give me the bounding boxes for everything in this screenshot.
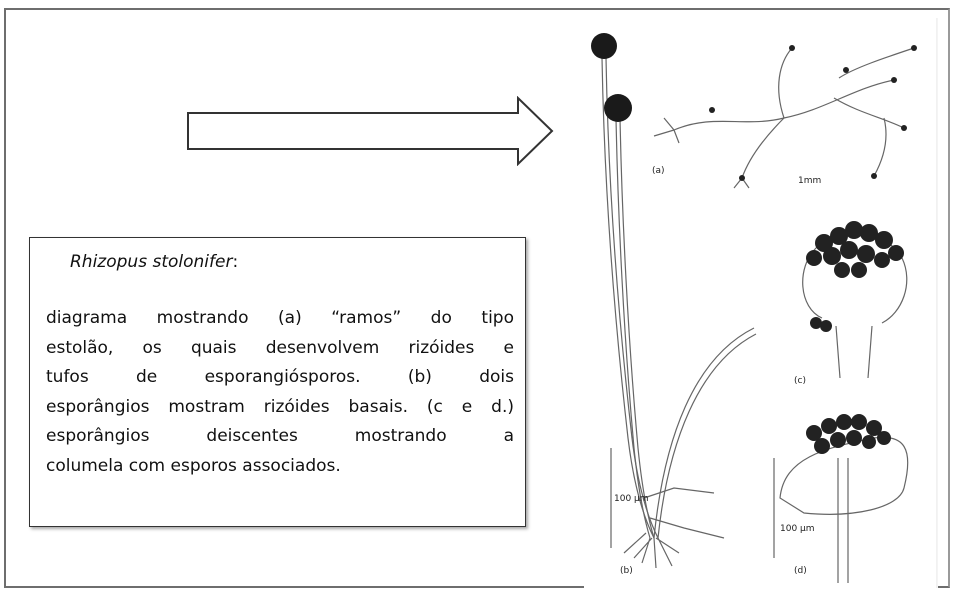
- caption-line: estolão, os quais desenvolvem rizóides e: [46, 337, 514, 358]
- caption-body: diagrama mostrando (a) “ramos” do tipo e…: [46, 304, 514, 481]
- label-d: (d): [794, 566, 807, 576]
- sporangium-head: [591, 33, 617, 59]
- caption-line: esporângios deiscentes mostrando a: [46, 426, 514, 446]
- caption-title: Rhizopus stolonifer:: [70, 252, 238, 272]
- species-name: Rhizopus stolonifer: [70, 252, 233, 272]
- scale-label-b: 100 μm: [614, 494, 649, 504]
- label-b: (b): [620, 566, 633, 576]
- sporangium-head: [604, 94, 632, 122]
- label-a: (a): [652, 166, 665, 176]
- rhizopus-illustration: [591, 33, 917, 583]
- caption-line: columela com esporos associados.: [46, 455, 341, 476]
- caption-box: Rhizopus stolonifer: diagrama mostrando …: [29, 237, 526, 527]
- label-c: (c): [794, 376, 806, 386]
- caption-line: tufos de esporangiósporos. (b) dois: [46, 367, 514, 387]
- caption-line: esporângios mostram rizóides basais. (c …: [46, 396, 514, 417]
- scale-label-d: 100 μm: [780, 524, 815, 534]
- title-colon: :: [232, 252, 239, 272]
- rhizopus-figure: (a) 1mm (c) 100 μm (b) 100 μm (d): [584, 18, 936, 588]
- right-arrow-icon: [187, 96, 554, 166]
- scale-label-a: 1mm: [798, 176, 822, 186]
- caption-line: diagrama mostrando (a) “ramos” do tipo: [46, 308, 514, 328]
